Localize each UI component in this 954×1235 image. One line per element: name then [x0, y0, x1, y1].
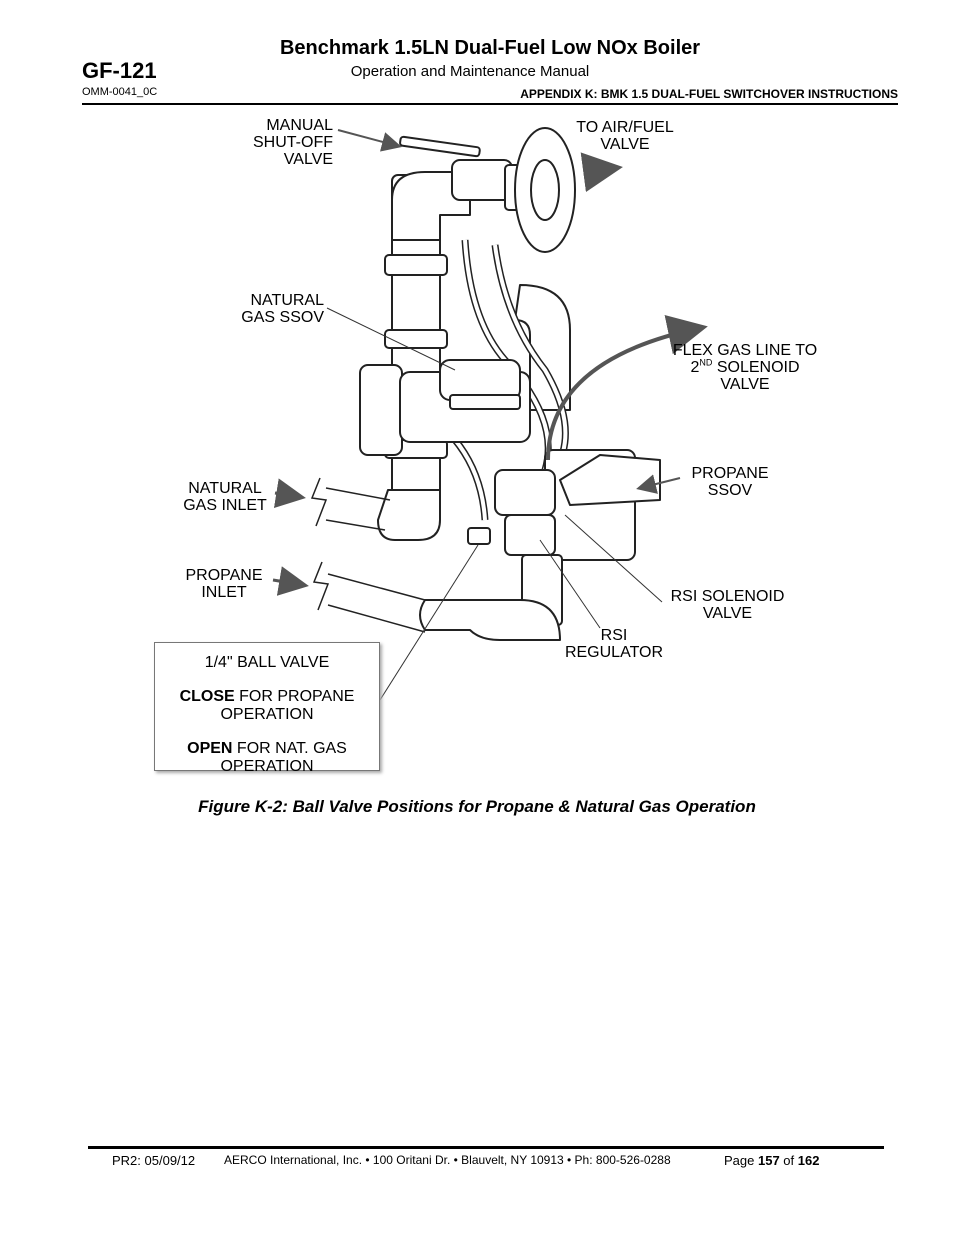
header-rule [82, 103, 898, 105]
page-of: of [779, 1153, 798, 1168]
label-line: NATURAL [250, 292, 325, 309]
document-id: GF-121 [82, 58, 157, 83]
document-number: OMM-0041_0C [82, 86, 158, 98]
footer-rule [88, 1146, 884, 1149]
propane-inlet-pipe [419, 599, 561, 641]
page-current: 157 [757, 1153, 780, 1168]
natural-gas-inlet-elbow [377, 489, 441, 541]
label-line: VALVE [702, 605, 753, 622]
label-line: SSOV [707, 482, 753, 499]
callout-open-line2: OPERATION [220, 758, 314, 775]
label-line: PROPANE [185, 567, 263, 584]
page-prefix: Page [724, 1153, 758, 1168]
label-line: MANUAL [266, 117, 333, 134]
label-line: VALVE [720, 376, 770, 393]
label-line: GAS SSOV [241, 309, 324, 326]
label-line: PROPANE [691, 465, 769, 482]
label-manual-shutoff-valve: MANUAL SHUT-OFF VALVE [230, 117, 333, 168]
label-line: 2ND SOLENOID [660, 357, 830, 376]
page-total: 162 [797, 1153, 820, 1168]
label-propane-inlet: PROPANE INLET [172, 567, 276, 601]
label-fragment: 2 [690, 359, 700, 376]
manual-valve-body [451, 159, 513, 201]
label-rsi-regulator: RSI REGULATOR [555, 627, 673, 661]
label-line: GAS INLET [183, 497, 267, 514]
label-line: REGULATOR [564, 644, 664, 661]
callout-close-line: CLOSE FOR PROPANE [155, 688, 379, 706]
label-line: RSI [600, 627, 628, 644]
label-to-air-fuel-valve: TO AIR/FUEL VALVE [565, 119, 685, 153]
footer-page-number: Page 157 of 162 [724, 1153, 819, 1168]
appendix-heading: APPENDIX K: BMK 1.5 DUAL-FUEL SWITCHOVER… [520, 87, 898, 101]
label-line: VALVE [283, 151, 333, 168]
callout-open-line: OPEN FOR NAT. GAS [155, 740, 379, 758]
label-superscript: ND [699, 357, 713, 368]
label-line: FLEX GAS LINE TO [672, 342, 818, 359]
label-fragment: SOLENOID [712, 359, 800, 376]
rsi-solenoid-valve [494, 469, 556, 516]
page-subtitle: Operation and Maintenance Manual [350, 63, 590, 80]
callout-close-word: CLOSE [179, 688, 235, 705]
callout-title: 1/4" BALL VALVE [204, 654, 330, 671]
rsi-regulator [504, 514, 556, 556]
label-natural-gas-inlet: NATURAL GAS INLET [172, 480, 278, 514]
callout-open-word: OPEN [187, 740, 233, 757]
footer-company: AERCO International, Inc. • 100 Oritani … [224, 1153, 671, 1167]
ball-valve [467, 527, 491, 545]
label-natural-gas-ssov: NATURAL GAS SSOV [222, 292, 324, 326]
footer-revision: PR2: 05/09/12 [112, 1153, 196, 1168]
ball-valve-callout: 1/4" BALL VALVE CLOSE FOR PROPANE OPERAT… [154, 642, 380, 775]
page-title: Benchmark 1.5LN Dual-Fuel Low NOx Boiler [279, 37, 701, 59]
label-propane-ssov: PROPANE SSOV [680, 465, 780, 499]
label-line: TO AIR/FUEL [576, 119, 674, 136]
top-elbow [391, 171, 471, 241]
callout-open-rest: FOR NAT. GAS [232, 740, 347, 757]
callout-close-rest: FOR PROPANE [234, 688, 355, 705]
label-flex-gas-line: FLEX GAS LINE TO 2ND SOLENOID VALVE [660, 342, 830, 393]
label-line: NATURAL [188, 480, 262, 497]
label-line: RSI SOLENOID [670, 588, 785, 605]
label-line: SHUT-OFF [253, 134, 333, 151]
label-line: INLET [201, 584, 247, 601]
label-line: VALVE [600, 136, 650, 153]
label-rsi-solenoid-valve: RSI SOLENOID VALVE [660, 588, 795, 622]
figure-caption: Figure K-2: Ball Valve Positions for Pro… [198, 797, 756, 816]
manual-valve-handle [399, 135, 481, 158]
callout-close-line2: OPERATION [220, 706, 314, 723]
